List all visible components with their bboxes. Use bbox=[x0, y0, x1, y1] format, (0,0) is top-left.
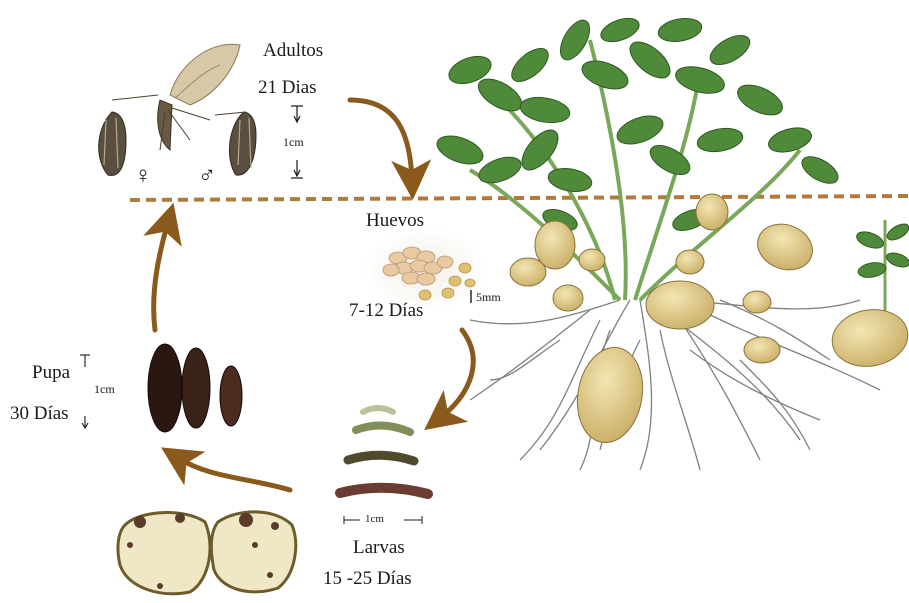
pupae bbox=[148, 344, 242, 432]
sprout bbox=[854, 220, 909, 320]
plant-leaves bbox=[433, 14, 842, 235]
male-moth bbox=[229, 112, 256, 175]
arrow-pupa-to-adults bbox=[154, 222, 168, 330]
egg-scale-label: 5mm bbox=[476, 290, 501, 305]
larva-stage-name: Larvas bbox=[353, 537, 405, 559]
pupa-stage-duration: 30 Días bbox=[10, 403, 69, 425]
adult-stage-name: Adultos bbox=[263, 40, 323, 62]
adult-moths bbox=[99, 44, 256, 175]
pupa-scale-label: 1cm bbox=[94, 382, 115, 397]
tubers bbox=[510, 194, 909, 448]
damaged-potato bbox=[118, 512, 296, 594]
arrow-adults-to-eggs bbox=[350, 100, 412, 180]
ground-line bbox=[130, 196, 909, 200]
female-symbol: ♀ bbox=[134, 163, 152, 190]
adult-scale-label: 1cm bbox=[283, 135, 304, 150]
male-symbol: ♂ bbox=[198, 163, 216, 190]
arrow-eggs-to-larvae bbox=[440, 330, 473, 418]
egg-stage-name: Huevos bbox=[366, 210, 424, 232]
potato-plant bbox=[433, 14, 909, 470]
larva-stage-duration: 15 -25 Días bbox=[323, 568, 412, 590]
adult-stage-duration: 21 Dias bbox=[258, 77, 317, 99]
larva-scale-label: 1cm bbox=[365, 513, 384, 525]
flying-moth bbox=[112, 44, 240, 150]
pupa-stage-name: Pupa bbox=[32, 362, 70, 384]
pupa-scale-bar bbox=[80, 355, 90, 428]
female-moth bbox=[99, 112, 126, 175]
larvae bbox=[340, 408, 428, 494]
arrow-potato-to-pupa bbox=[178, 458, 290, 490]
egg-stage-duration: 7-12 Días bbox=[349, 300, 423, 322]
